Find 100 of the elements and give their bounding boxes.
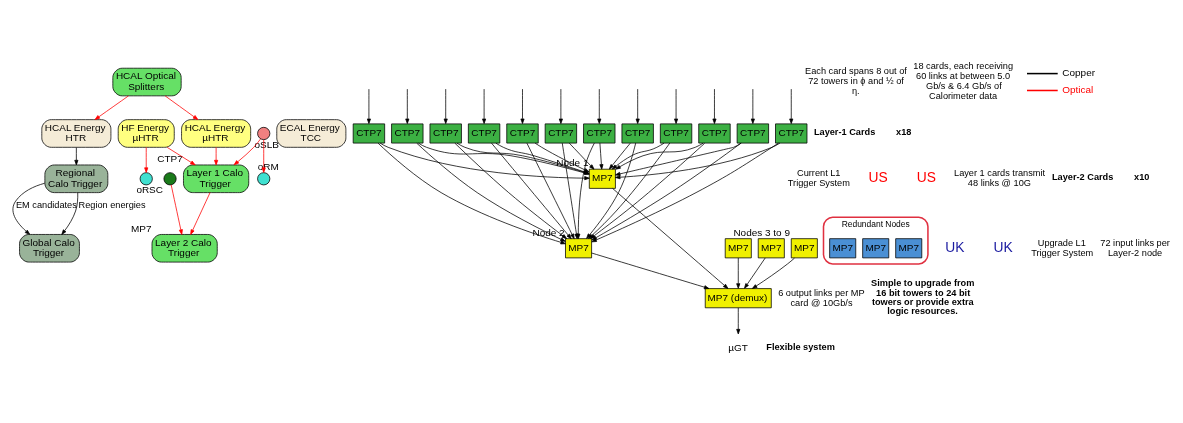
node-circle [257, 126, 271, 140]
node-box: MP7 [895, 237, 923, 258]
label: Each card spans 8 out of 72 towers in ϕ and ½ of η. [805, 65, 907, 96]
node-box: MP7 [757, 237, 785, 258]
arrow [366, 88, 371, 124]
node-box: HF Energy µHTR [117, 118, 175, 148]
node-label: MP7 [130, 222, 152, 234]
label: US [916, 168, 936, 185]
node-box: Regional Calo Trigger [44, 164, 109, 193]
arrow [491, 142, 572, 239]
node-box: MP7 [862, 237, 890, 258]
arrow [736, 257, 741, 289]
arrow [615, 142, 704, 170]
node-box: CTP7 [506, 123, 539, 143]
node-box: CTP7 [467, 123, 501, 143]
arrow [597, 88, 602, 124]
label: UK [993, 238, 1013, 255]
label: 72 input links per Layer-2 node [1100, 237, 1170, 258]
node-box: MP7 [724, 237, 752, 258]
node-box: HCAL Energy HTR [41, 118, 112, 148]
label: UK [945, 238, 965, 255]
arrow [377, 142, 566, 244]
label: Simple to upgrade from 16 bit towers to 24 bit towers or provide extra logic resources. [871, 277, 975, 316]
arrow [144, 146, 149, 173]
arrow [750, 88, 755, 124]
node-box: CTP7 [352, 123, 386, 143]
node-box: CTP7 [698, 123, 731, 143]
label: x10 [1134, 171, 1150, 182]
node-box: CTP7 [659, 123, 693, 143]
node-circle [257, 171, 271, 185]
arrow [74, 146, 79, 165]
arrow [789, 88, 794, 124]
node-label: CTP7 [157, 152, 183, 164]
legend-label: Optical [1062, 83, 1094, 95]
node-box: CTP7 [583, 123, 616, 143]
arrow [12, 182, 46, 235]
arrow [635, 88, 640, 124]
arrow [736, 306, 741, 334]
arrow [261, 139, 266, 173]
arrow [233, 137, 261, 165]
node-box: CTP7 [391, 123, 424, 143]
arrow [214, 146, 219, 165]
arrow [752, 257, 795, 289]
label: Layer 1 cards transmit 48 links @ 10G [954, 167, 1046, 188]
node-box: Global Calo Trigger [19, 233, 80, 262]
arrow [170, 184, 183, 235]
node-label: oRM [257, 160, 279, 172]
node-box: HCAL Optical Splitters [112, 67, 182, 96]
arrow [615, 142, 781, 179]
node-label: Node 1 [556, 156, 589, 168]
node-box: MP7 (demux) [704, 287, 772, 308]
node-label: oRSC [136, 183, 163, 195]
node-box: MP7 [588, 168, 616, 189]
arrow [166, 146, 196, 165]
arrow [482, 88, 487, 124]
arrow [599, 142, 604, 170]
node-box: CTP7 [429, 123, 462, 143]
arrow [190, 191, 211, 235]
label: US [868, 168, 888, 185]
arrow [674, 88, 679, 124]
arrow [454, 142, 568, 239]
node-box: CTP7 [544, 123, 577, 143]
label: Flexible system [766, 341, 835, 352]
arrow [94, 95, 129, 120]
arrow [608, 142, 631, 169]
node-box: MP7 [565, 237, 592, 258]
node-box: MP7 [829, 237, 857, 258]
label: Layer-2 Cards [1051, 171, 1114, 182]
arrow [744, 257, 766, 289]
node-box: Layer 2 Calo Trigger [151, 233, 218, 262]
arrow [405, 88, 410, 124]
node-box: MP7 [790, 237, 818, 258]
node-box: CTP7 [736, 123, 769, 143]
arrow [615, 142, 742, 176]
edge-label: EM candidates [15, 199, 77, 210]
node-text: µGT [728, 341, 748, 353]
legend-label: Copper [1062, 66, 1096, 78]
edge-label: Region energies [78, 199, 146, 210]
node-box: Layer 1 Calo Trigger [183, 164, 250, 193]
arrow [558, 88, 563, 124]
node-circle [163, 171, 177, 185]
arrow [612, 187, 729, 289]
arrow [520, 88, 525, 124]
node-box: CTP7 [621, 123, 654, 143]
arrow [416, 142, 566, 242]
arrow [568, 142, 595, 170]
label: x18 [896, 126, 912, 137]
arrow [526, 142, 575, 239]
arrow [611, 142, 665, 169]
node-label: Nodes 3 to 9 [733, 226, 790, 238]
node-circle [139, 171, 153, 185]
node-box: HCAL Energy µHTR [181, 118, 252, 148]
arrow [712, 88, 717, 124]
label: Current L1 Trigger System [787, 167, 850, 188]
arrow [591, 252, 710, 289]
node-box: CTP7 [775, 123, 808, 143]
label: 18 cards, each receiving 60 links at between 5.0 Gb/s & 6.4 Gb/s of Calorimeter data [913, 60, 1014, 101]
arrow [443, 88, 448, 124]
label: Upgrade L1 Trigger System [1031, 237, 1094, 258]
arrow [61, 191, 79, 235]
